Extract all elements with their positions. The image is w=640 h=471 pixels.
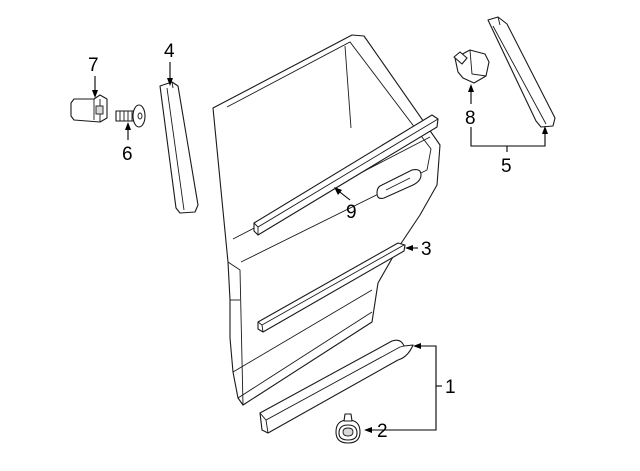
callout-3: 3 <box>421 239 432 260</box>
pillar-clip-part-8 <box>453 49 490 84</box>
door-panel <box>212 34 441 406</box>
callout-6: 6 <box>122 144 133 165</box>
callout-4: 4 <box>164 41 175 62</box>
leader-lines <box>92 62 548 433</box>
bolt-part-6 <box>115 104 146 128</box>
callout-5: 5 <box>501 156 512 177</box>
body-side-moulding-part-3 <box>257 242 406 333</box>
callout-9: 9 <box>346 202 357 223</box>
callout-8: 8 <box>465 108 476 129</box>
callout-7: 7 <box>88 55 99 76</box>
retainer-clip-part-7 <box>70 94 108 123</box>
push-clip-part-2 <box>335 413 361 444</box>
lower-moulding-part-1 <box>259 339 414 434</box>
belt-weatherstrip-part-9 <box>253 114 439 236</box>
callout-1: 1 <box>445 377 456 398</box>
door-handle <box>376 169 422 199</box>
pillar-applique-part-5 <box>487 16 556 128</box>
pillar-applique-part-4 <box>159 81 199 214</box>
callout-2: 2 <box>377 421 388 442</box>
